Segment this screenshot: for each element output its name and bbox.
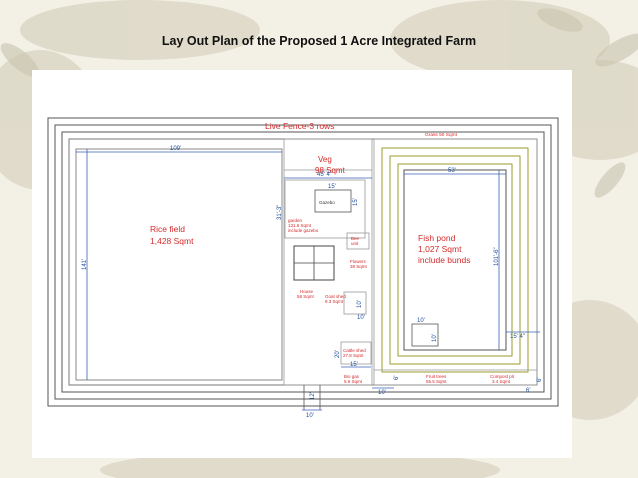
cattle-shed-line2: 27.8 Sqmt — [343, 353, 364, 358]
veg-width-dim: 45' 4" — [317, 172, 332, 178]
fish-pond-width-dim: 53' — [448, 168, 456, 174]
fish-pond-small-h: 10' — [432, 334, 438, 342]
rice-height-dim: 141' — [82, 259, 88, 270]
fence-middle — [54, 124, 552, 400]
compost-pit-dim-b: 6' — [526, 388, 530, 394]
flowers-line2: 38 Sqmt — [350, 264, 368, 269]
gazebo — [314, 189, 352, 213]
fish-pond-note: include bunds — [418, 255, 470, 265]
slide-title: Lay Out Plan of the Proposed 1 Acre Inte… — [161, 34, 477, 48]
pond-bund-3 — [397, 163, 513, 357]
grass-area — [373, 138, 538, 386]
cattle-shed-width-dim: 15' — [350, 362, 358, 368]
bio-gas-dim: 6' — [394, 376, 400, 380]
bio-gas-line1: Bio gas — [344, 374, 360, 379]
layout-plan-drawing: Live Fence-3 rows Rice field 1,428 Sqmt … — [32, 70, 572, 458]
fence-label: Live Fence-3 rows — [265, 121, 334, 131]
gazebo-width-dim: 15' — [328, 184, 336, 190]
cattle-shed-line1: Cattle shed — [343, 348, 366, 353]
rice-field — [75, 148, 283, 381]
rice-field-area: 1,428 Sqmt — [150, 236, 194, 246]
garden-line1: garden — [288, 218, 303, 223]
veg-name: Veg — [318, 155, 332, 164]
pond-bund-1 — [381, 147, 529, 373]
grass-label: Grass 50 Sqmt — [425, 132, 458, 138]
goat-shed-line1: Goat shed — [325, 294, 346, 299]
entrance-width-dim: 10' — [306, 413, 314, 419]
rice-field-name: Rice field — [150, 224, 185, 234]
compost-pit-line1: Compost pit — [490, 374, 515, 379]
fish-pond-name: Fish pond — [418, 233, 456, 243]
bio-gas-line2: 5.6 Sqmt — [344, 379, 363, 384]
central-column — [283, 138, 373, 386]
flowers-line1: Flowers — [350, 259, 367, 264]
garden-line2: 131.6 Sqmt — [288, 223, 312, 228]
house-line2: 58 Sqmt — [297, 294, 315, 299]
compost-pit-line2: 3.4 Sqmt — [492, 379, 511, 384]
fence-inner — [61, 131, 545, 393]
fish-pond-height-dim: 101'-6" — [494, 247, 500, 266]
fish-pond-side-dim: 15' 4" — [510, 334, 525, 340]
bee-unit-line2: unit — [351, 241, 359, 246]
gazebo-name: Gazebo — [319, 200, 335, 205]
garden-block — [284, 179, 366, 239]
fish-pond-inner-box — [411, 323, 439, 347]
fish-pond — [403, 169, 507, 351]
house-line1: House — [300, 289, 314, 294]
goat-shed-line2: 9.3 Sqmt — [325, 299, 344, 304]
veg-area: 98 Sqmt — [315, 166, 346, 175]
gazebo-height-dim: 15' — [353, 198, 359, 206]
fruit-trees-line2: 55.5 Sqmt — [426, 379, 447, 384]
fence-outer — [47, 117, 559, 407]
pond-bund-2 — [389, 155, 521, 365]
rice-width-dim: 109' — [170, 146, 181, 152]
goat-shed — [343, 291, 367, 315]
entrance-height-dim: 12' — [310, 392, 316, 400]
fruit-trees-line1: Fruit trees — [426, 374, 447, 379]
goat-shed-width-dim: 10' — [357, 315, 365, 321]
fish-pond-area: 1,027 Sqmt — [418, 244, 462, 254]
layout-plan-svg: Live Fence-3 rows Rice field 1,428 Sqmt … — [47, 117, 559, 419]
goat-shed-height-dim: 10' — [357, 300, 363, 308]
cattle-shed — [340, 341, 372, 365]
garden-line3: include gazebo — [288, 228, 319, 233]
garden-height-dim: 31'-3" — [277, 205, 283, 220]
bee-unit — [346, 232, 370, 250]
fish-pond-small-w: 10' — [417, 318, 425, 324]
bee-unit-line1: Bee — [351, 236, 360, 241]
compost-pit-dim-a: 6' — [537, 378, 543, 382]
fruit-trees-dim: 10' — [378, 390, 386, 396]
cattle-shed-height-dim: 20' — [335, 350, 341, 358]
